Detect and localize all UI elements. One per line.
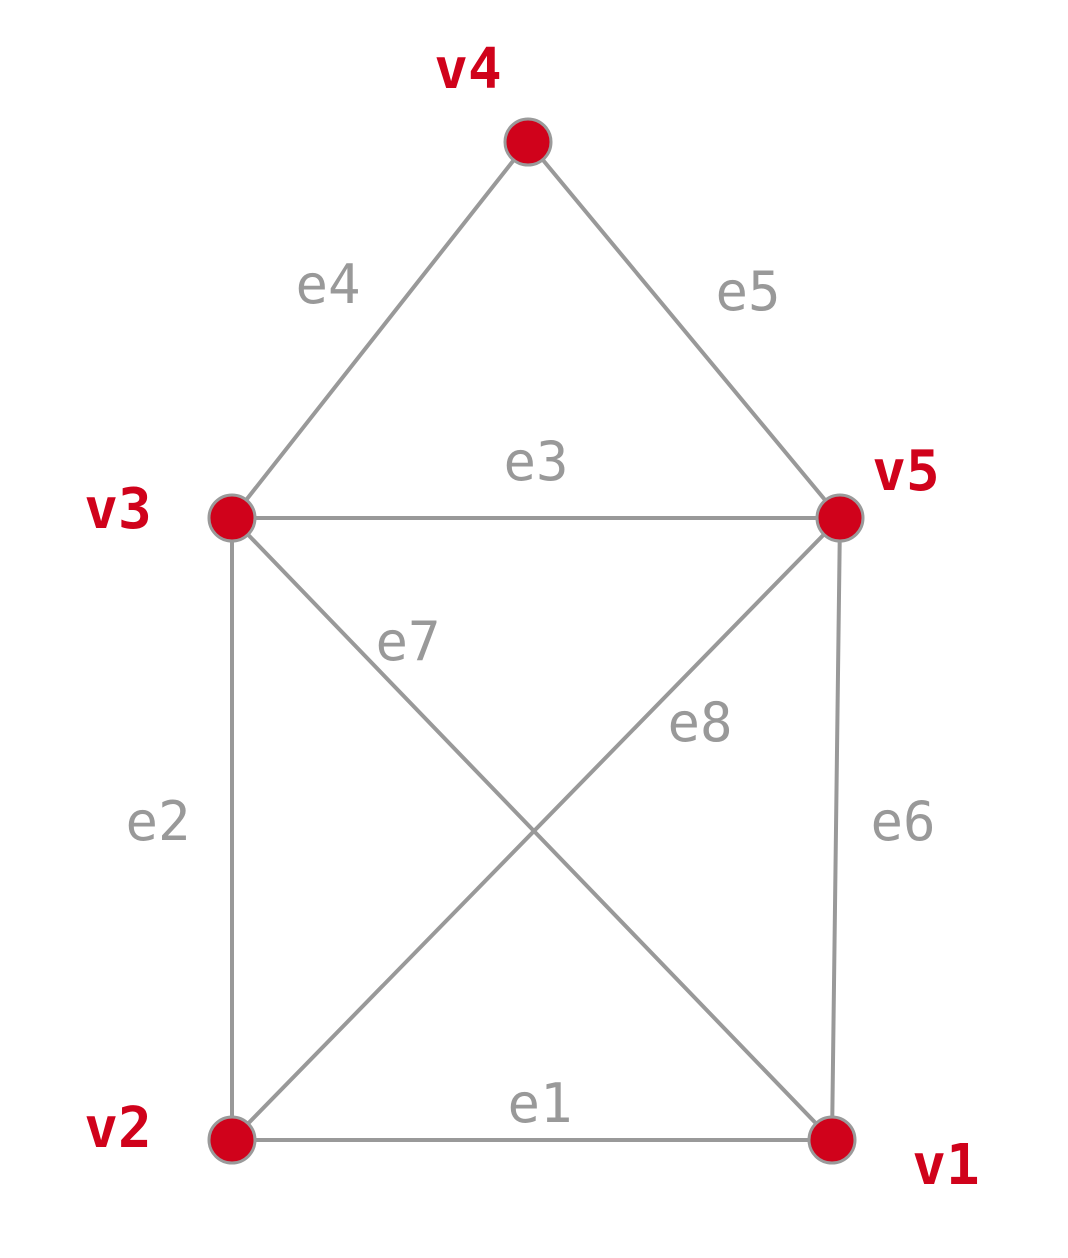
vertex-label-v1: v1: [912, 1133, 979, 1198]
edge-label-e3: e3: [503, 430, 568, 493]
edge-e7: [230, 516, 834, 1142]
edge-label-e4: e4: [295, 253, 360, 316]
vertex-label-v4: v4: [434, 37, 501, 102]
edge-label-e8: e8: [667, 691, 732, 754]
edge-e8: [230, 516, 842, 1142]
edge-label-e5: e5: [715, 260, 780, 323]
vertex-v1: [807, 1115, 857, 1165]
edge-e4: [230, 140, 530, 520]
edge-e5: [526, 140, 842, 520]
vertex-label-v3: v3: [84, 477, 151, 542]
vertex-v4: [503, 117, 553, 167]
vertex-v2: [207, 1115, 257, 1165]
vertex-v3: [207, 493, 257, 543]
edge-e6: [830, 516, 842, 1142]
edge-label-e7: e7: [375, 610, 440, 673]
vertex-label-v2: v2: [84, 1096, 151, 1161]
edge-label-e2: e2: [125, 790, 190, 853]
edge-label-e1: e1: [507, 1072, 572, 1135]
vertex-label-v5: v5: [872, 439, 939, 504]
edge-label-e6: e6: [870, 790, 935, 853]
vertex-v5: [815, 493, 865, 543]
